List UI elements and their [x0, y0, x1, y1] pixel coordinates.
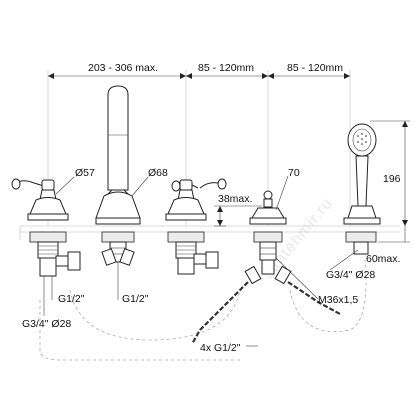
- valve-left: [11, 178, 81, 277]
- dim-height-handshower: 196: [383, 173, 401, 185]
- height-arrow-top: [402, 121, 408, 127]
- hose-guide-left: [69, 289, 241, 341]
- callout-hoses: 4x G1/2": [200, 342, 241, 354]
- leader-right-pipe: [329, 249, 359, 271]
- leader-dia-handle: [55, 176, 75, 195]
- dim-arrow-mid1: [180, 73, 192, 79]
- dim-span1: 203 - 306 max.: [88, 62, 158, 74]
- callout-dia-spout: Ø68: [148, 167, 168, 179]
- callout-thread-spout-tail: G1/2": [122, 293, 149, 305]
- leader-dia-spout: [131, 176, 149, 197]
- callout-diverter-thread: M36x1,5: [318, 294, 358, 306]
- callout-right-pipe: G3/4" Ø28: [326, 269, 375, 281]
- diverter: [244, 190, 292, 285]
- dimension-top: 203 - 306 max. 85 - 120mm 85 - 120mm: [48, 62, 350, 79]
- dim-deck-height: 38max.: [218, 193, 252, 205]
- callout-left-pipe: G3/4" Ø28: [22, 318, 71, 330]
- dim-span3: 85 - 120mm: [287, 62, 343, 74]
- spout-tube: [107, 85, 129, 191]
- height-arrow-bottom: [402, 220, 408, 226]
- hose-left: [191, 281, 249, 345]
- callout-dia-handle: Ø57: [75, 167, 95, 179]
- dim-below-deck: 60max.: [366, 253, 400, 265]
- spout: [95, 85, 141, 266]
- dim-arrow-start: [48, 73, 54, 79]
- callout-dia-base: 70: [288, 167, 300, 179]
- shower-handle: [355, 155, 369, 207]
- hose-guide-bottom: [39, 300, 240, 361]
- hose-right: [287, 281, 341, 315]
- callout-thread-left-tail: G1/2": [58, 293, 85, 305]
- dim-arrow-end: [344, 73, 350, 79]
- dimension-deck: 38max.: [214, 193, 262, 227]
- leader-dia-base: [275, 175, 289, 211]
- dim-span2: 85 - 120mm: [198, 62, 254, 74]
- hose-guide-right: [289, 259, 367, 332]
- dim-arrow-mid2: [262, 73, 274, 79]
- hand-shower: [343, 123, 381, 255]
- construction-lines: [19, 70, 400, 361]
- leader-diverter-thread: [275, 257, 319, 300]
- valve-right: [165, 178, 227, 275]
- dimension-height: 196: [370, 120, 410, 226]
- dimension-below: 60max.: [366, 226, 410, 265]
